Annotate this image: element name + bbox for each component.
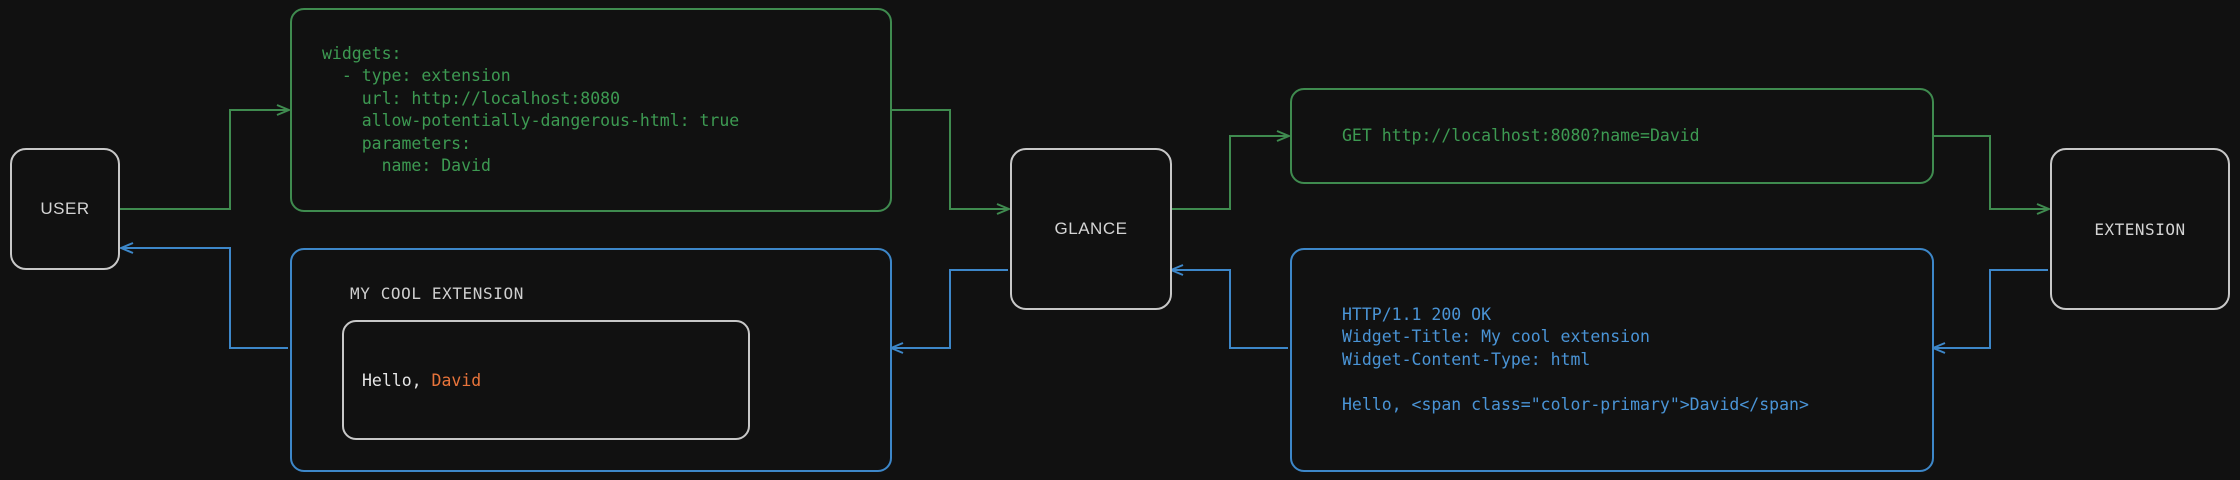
connector-widget-to-user — [122, 248, 288, 349]
connector-user-to-config — [120, 110, 288, 210]
connector-config-to-glance — [892, 109, 1008, 209]
node-user-label: USER — [40, 199, 90, 218]
connector-glance-to-request — [1172, 136, 1288, 210]
widget-greeting: Hello, David — [344, 371, 481, 390]
http-request-text: GET http://localhost:8080?name=David — [1342, 125, 1700, 145]
node-extension-label: EXTENSION — [2094, 219, 2186, 239]
node-glance-label: GLANCE — [1054, 219, 1128, 238]
widget-greeting-prefix: Hello, — [362, 370, 432, 390]
message-config-yaml: widgets: - type: extension url: http://l… — [290, 8, 892, 212]
widget-content-card: Hello, David — [342, 320, 750, 440]
connector-extension-to-response — [1934, 269, 2048, 348]
http-response-text: HTTP/1.1 200 OK Widget-Title: My cool ex… — [1342, 304, 1809, 414]
node-user[interactable]: USER — [10, 148, 120, 270]
widget-title: MY COOL EXTENSION — [350, 284, 524, 303]
message-http-response: HTTP/1.1 200 OK Widget-Title: My cool ex… — [1290, 248, 1934, 472]
config-yaml-text: widgets: - type: extension url: http://l… — [322, 43, 740, 176]
connector-response-to-glance — [1172, 270, 1288, 349]
connector-request-to-extension — [1934, 135, 2048, 209]
widget-greeting-accent: David — [431, 370, 482, 390]
node-glance[interactable]: GLANCE — [1010, 148, 1172, 310]
connector-glance-to-widget — [892, 269, 1008, 348]
message-rendered-widget: MY COOL EXTENSION Hello, David — [290, 248, 892, 472]
message-http-request: GET http://localhost:8080?name=David — [1290, 88, 1934, 184]
node-extension[interactable]: EXTENSION — [2050, 148, 2230, 310]
